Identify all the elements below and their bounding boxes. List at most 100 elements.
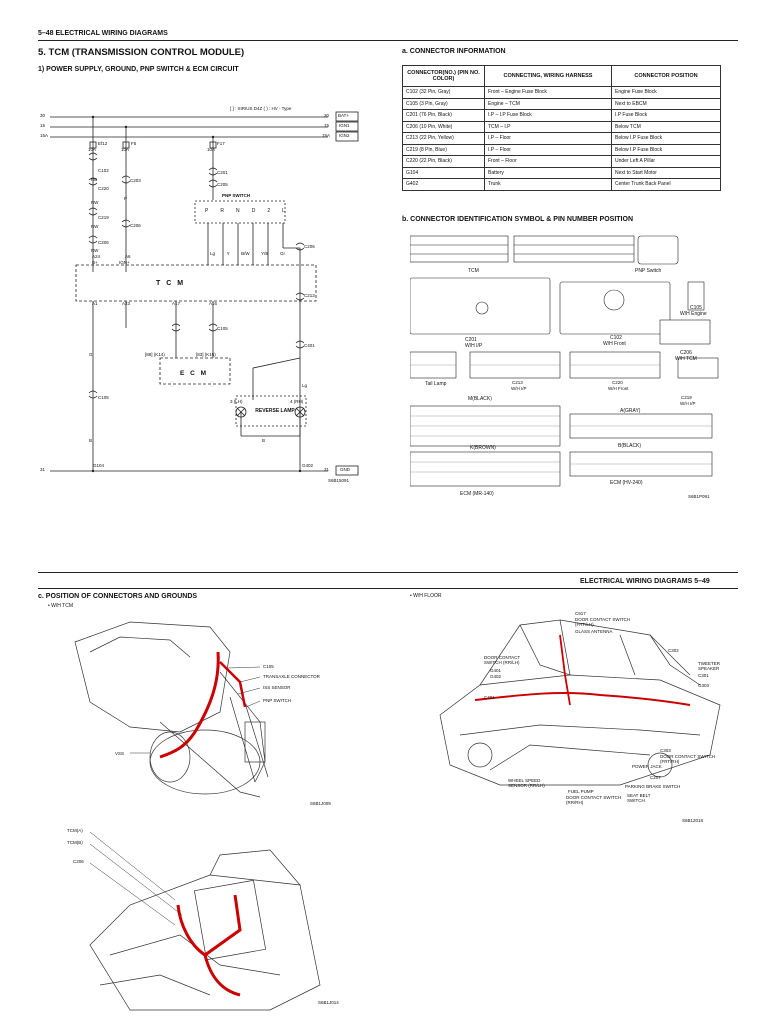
table-cell: C102 (32 Pin, Gray)	[402, 86, 485, 99]
floor-callout-c303: C303	[660, 748, 671, 753]
table-cell: G402	[402, 178, 485, 191]
rail-num-15: 15	[40, 123, 46, 128]
label-c201: C201	[465, 337, 477, 343]
pnp-wire-y: Y	[226, 251, 230, 256]
table-cell: C105 (3 Pin, Gray)	[402, 97, 485, 110]
label-ecm-hv: ECM (HV-240)	[610, 480, 643, 486]
label-c105: C105	[690, 305, 702, 311]
floor-callout-door-rr-rh: DOOR CONTACT SWITCH (RR/RH)	[566, 795, 622, 805]
table-cell: Next to EBCM	[611, 97, 721, 110]
wire-g: G	[89, 352, 93, 357]
lower-callout-tcm-b: TCM(B)	[67, 840, 83, 845]
callout-pnp: PNP SWITCH	[263, 698, 292, 703]
table-cell: Battery	[484, 166, 612, 179]
rail-tag-gnd: GND	[340, 467, 350, 472]
label-c206-sub: W/H TCM	[675, 356, 697, 362]
conn-c219: C219	[98, 215, 109, 220]
page2-rule-bottom	[38, 588, 738, 589]
conn-c102: C102	[98, 168, 109, 173]
callout-vss: VSS	[115, 751, 125, 756]
floor-callout-tweeter: TWEETER SPEAKER	[698, 661, 720, 671]
table-header-row: CONNECTOR(NO.) (PIN NO. COLOR) CONNECTIN…	[402, 65, 721, 87]
pnp-wire-bw: B/W	[241, 251, 250, 256]
fuse-f17-rating: 10A	[207, 147, 216, 152]
wire-rw-1: RW	[91, 200, 99, 205]
table-cell: Center Trunk Back Panel	[611, 178, 721, 191]
wh-floor-text: W/H FLOOR	[413, 593, 442, 599]
wire-rw-2: RW	[91, 224, 99, 229]
wire-b-left: B	[89, 438, 93, 443]
connector-pinouts	[410, 235, 719, 487]
conn-c206-mid: C206	[130, 223, 141, 228]
rail-tag-ign2: IGN2	[339, 133, 350, 138]
floor-callout-door-frt-rh: DOOR CONTACT SWITCH (FRT/RH)	[660, 754, 716, 764]
table-cell: C220 (22 Pin, Black)	[402, 155, 485, 168]
tcm-illustration-code: S6B1J009	[310, 801, 331, 806]
conn-c206-left: C206	[98, 240, 109, 245]
label-c206: C206	[680, 350, 692, 356]
tcm-pin-a16: A16	[209, 301, 218, 306]
pnp-pos-n: N	[236, 208, 240, 214]
conn-c105-mid: C105	[217, 326, 228, 331]
tcm-pin-a24: A24	[92, 254, 101, 259]
floor-callout-g401: G401	[490, 668, 502, 673]
lamp-pin-rh: 4 (RH)	[290, 399, 304, 404]
header-rule	[38, 40, 738, 41]
rail-right-31: 31	[324, 467, 330, 472]
col-header-position: CONNECTOR POSITION	[611, 65, 721, 87]
floor-callout-c401: C401	[484, 695, 495, 700]
tcm-pin-bplus: B+	[92, 260, 98, 265]
label-c219: C219	[681, 395, 692, 400]
lower-callout-c206: C206	[73, 859, 84, 864]
rail-tag-ign1: IGN1	[339, 123, 350, 128]
conn-c105-left: C105	[98, 395, 109, 400]
tcm-pin-a23: A23	[122, 301, 131, 306]
floor-callout-g402: G402	[490, 674, 502, 679]
table-cell: Below TCM	[611, 120, 721, 133]
table-row: C102 (32 Pin, Gray)Front – Engine Fuse B…	[402, 86, 721, 99]
label-pnp: PNP Switch	[635, 268, 662, 274]
conn-c203: C203	[130, 178, 141, 183]
label-c220-sub: W/H Front	[608, 386, 629, 391]
wire-rb: RB	[91, 177, 98, 182]
table-cell: C213 (22 Pin, Yellow)	[402, 132, 485, 145]
page-header-left: 5–48 ELECTRICAL WIRING DIAGRAMS	[38, 30, 168, 37]
floor-callout-wheel-speed: WHEEL SPEED SENSOR (RR/LH)	[508, 778, 545, 788]
wire-p-1: P	[124, 196, 128, 201]
tcm-lower-illustration	[89, 831, 321, 1011]
connector-info-title: a. CONNECTOR INFORMATION	[402, 48, 506, 55]
connector-id-code: S6B1P091	[688, 494, 710, 499]
wire-b-mid: B	[262, 438, 266, 443]
floor-callout-door-rr-lh: DOOR CONTACT SWITCH (RR/LH)	[484, 655, 521, 665]
pnp-pos-2: 2	[267, 208, 271, 214]
table-cell: Under Left A Pillar	[611, 155, 721, 168]
table-cell: Engine Fuse Block	[611, 86, 721, 99]
label-m-black: M(BLACK)	[468, 396, 492, 402]
floor-callout-c301: C301	[698, 673, 709, 678]
table-cell: I.P – Floor	[484, 143, 612, 156]
rail-num-30: 30	[40, 113, 46, 118]
wire-rw-3: RW	[91, 248, 99, 253]
table-cell: Next to Start Motor	[611, 166, 721, 179]
ecm-pin-k15: [83] (K15)	[196, 352, 216, 357]
floor-callout-seat-belt: SEAT BELT SWITCH	[627, 793, 651, 803]
tcm-label: T C M	[156, 280, 186, 287]
wh-tcm-label: • W/H TCM	[48, 603, 73, 609]
tcm-pin-a17: A17	[172, 301, 181, 306]
label-c219-sub: W/H I/P	[680, 401, 696, 406]
floor-callout-c207: C207	[650, 775, 661, 780]
col-header-connector: CONNECTOR(NO.) (PIN NO. COLOR)	[402, 65, 485, 87]
table-cell: I.P – I.P Fuse Block	[484, 109, 612, 122]
table-cell: G104	[402, 166, 485, 179]
lower-callout-tcm-a: TCM(A)	[67, 828, 83, 833]
section-subtitle: 1) POWER SUPPLY, GROUND, PNP SWITCH & EC…	[38, 66, 239, 73]
label-c201-sub: W/H I/P	[465, 343, 483, 349]
table-cell: I.P Fuse Block	[611, 109, 721, 122]
table-cell: Below I.P Fuse Block	[611, 143, 721, 156]
reverse-lamp-label: REVERSE LAMP	[255, 408, 295, 414]
floor-harness-illustration	[439, 619, 721, 786]
